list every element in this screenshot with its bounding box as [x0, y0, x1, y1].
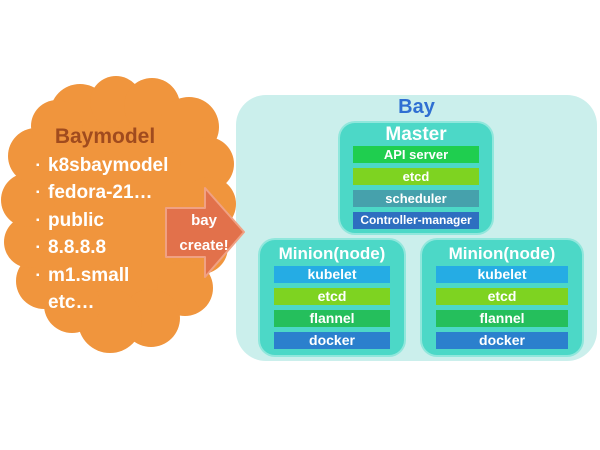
baymodel-item: ▪ m1.small — [36, 262, 168, 290]
baymodel-item-text: k8sbaymodel — [48, 154, 169, 176]
minion-1-title: Minion(node) — [278, 244, 386, 263]
master-component-scheduler: scheduler — [353, 190, 479, 207]
master-title: Master — [385, 124, 447, 145]
bay-title: Bay — [398, 96, 435, 118]
arrow-label-line2: create! — [179, 237, 229, 254]
bullet-icon: ▪ — [36, 214, 40, 226]
arrow-label: bay create! — [163, 208, 245, 258]
master-component-controller-manager: Controller-manager — [353, 212, 479, 229]
minion-2-component-docker: docker — [436, 332, 568, 349]
baymodel-item-text: 8.8.8.8 — [48, 237, 107, 259]
minion-2-title: Minion(node) — [448, 244, 556, 263]
baymodel-item-text: m1.small — [48, 264, 130, 286]
minion-node-2: Minion(node) kubelet etcd flannel docker — [420, 238, 584, 357]
minion-2-component-kubelet: kubelet — [436, 266, 568, 283]
minion-2-component-etcd: etcd — [436, 288, 568, 305]
bullet-icon: ▪ — [36, 269, 40, 281]
bullet-icon: ▪ — [36, 159, 40, 171]
master-component-etcd: etcd — [353, 168, 479, 185]
baymodel-item: ▪ 8.8.8.8 — [36, 235, 168, 263]
arrow-label-line1: bay — [191, 212, 217, 229]
baymodel-item: ▪ k8sbaymodel — [36, 152, 168, 180]
baymodel-item-text: etc… — [48, 292, 95, 314]
minion-node-1: Minion(node) kubelet etcd flannel docker — [258, 238, 406, 357]
master-node: Master API server etcd scheduler Control… — [338, 121, 494, 235]
baymodel-item: ▪ fedora-21… — [36, 180, 168, 208]
baymodel-item: ▪ public — [36, 207, 168, 235]
minion-1-component-kubelet: kubelet — [274, 266, 390, 283]
baymodel-item-text: fedora-21… — [48, 182, 153, 204]
baymodel-item-text: public — [48, 209, 104, 231]
minion-2-component-flannel: flannel — [436, 310, 568, 327]
minion-1-component-docker: docker — [274, 332, 390, 349]
baymodel-item: etc… — [36, 290, 168, 318]
minion-1-component-flannel: flannel — [274, 310, 390, 327]
baymodel-attribute-list: ▪ k8sbaymodel ▪ fedora-21… ▪ public ▪ 8.… — [36, 152, 168, 317]
bay-container: Bay Master API server etcd scheduler Con… — [236, 95, 597, 361]
master-component-api-server: API server — [353, 146, 479, 163]
baymodel-title: Baymodel — [54, 125, 156, 148]
minion-1-component-etcd: etcd — [274, 288, 390, 305]
bullet-icon: ▪ — [36, 242, 40, 254]
bullet-icon: ▪ — [36, 187, 40, 199]
